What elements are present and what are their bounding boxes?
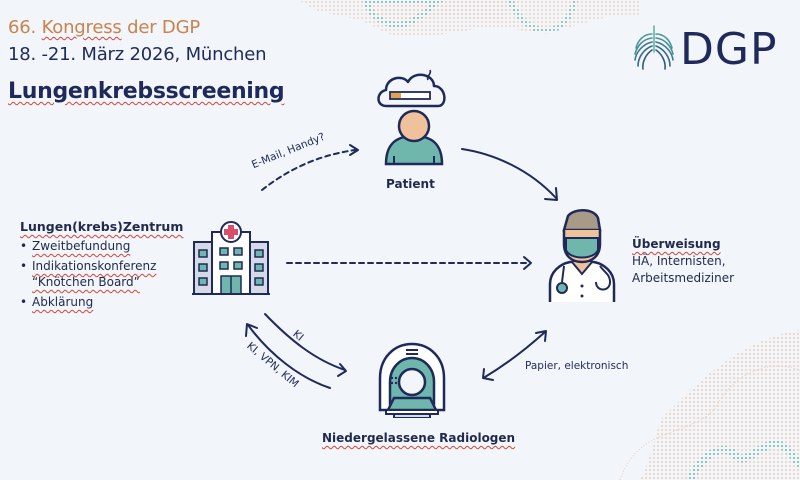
referral-line-2: Arbeitsmediziner — [632, 271, 735, 285]
congress-number: 66. — [8, 17, 37, 38]
center-info: Lungen(krebs)Zentrum Zweitbefundung Indi… — [20, 219, 183, 314]
page-title: Lungenkrebsscreening — [8, 79, 285, 104]
center-title: Lungen(krebs)Zentrum — [20, 219, 184, 234]
congress-rest: der DGP — [127, 17, 200, 38]
edge-label-ki: KI — [290, 328, 306, 344]
edge-label-ki-vpn-kim: KI, VPN, KIM — [244, 340, 301, 391]
referral-line-1: HÄ, Internisten, — [632, 254, 726, 268]
lungs-icon — [634, 25, 674, 70]
hospital-icon — [192, 221, 270, 295]
date-location: 18. -21. März 2026, München — [8, 44, 267, 65]
edge-label-contact: E-Mail, Handy? — [250, 130, 327, 172]
patient-label: Patient — [386, 177, 435, 191]
referral-info: Überweisung HÄ, Internisten, Arbeitsmedi… — [632, 236, 734, 287]
radiology-label: Niedergelassene Radiologen — [322, 431, 516, 445]
doctor-icon — [548, 209, 616, 302]
patient-smoker-icon — [377, 69, 446, 166]
edge-label-paper-electronic: Papier, elektronisch — [525, 360, 629, 372]
referral-title: Überweisung — [632, 237, 721, 251]
list-item: Zweitbefundung — [20, 238, 183, 254]
list-item: Indikationskonferenz“Knötchen Board” — [20, 258, 183, 290]
congress-title: 66. Kongress der DGP — [8, 17, 200, 38]
arrow-patient-to-referral — [461, 148, 557, 199]
congress-word: Kongress — [41, 17, 122, 38]
list-item: Abklärung — [20, 294, 183, 310]
logo-text: DGP — [680, 24, 778, 75]
center-task-list: Zweitbefundung Indikationskonferenz“Knöt… — [20, 238, 183, 310]
ct-scanner-icon — [378, 342, 446, 418]
